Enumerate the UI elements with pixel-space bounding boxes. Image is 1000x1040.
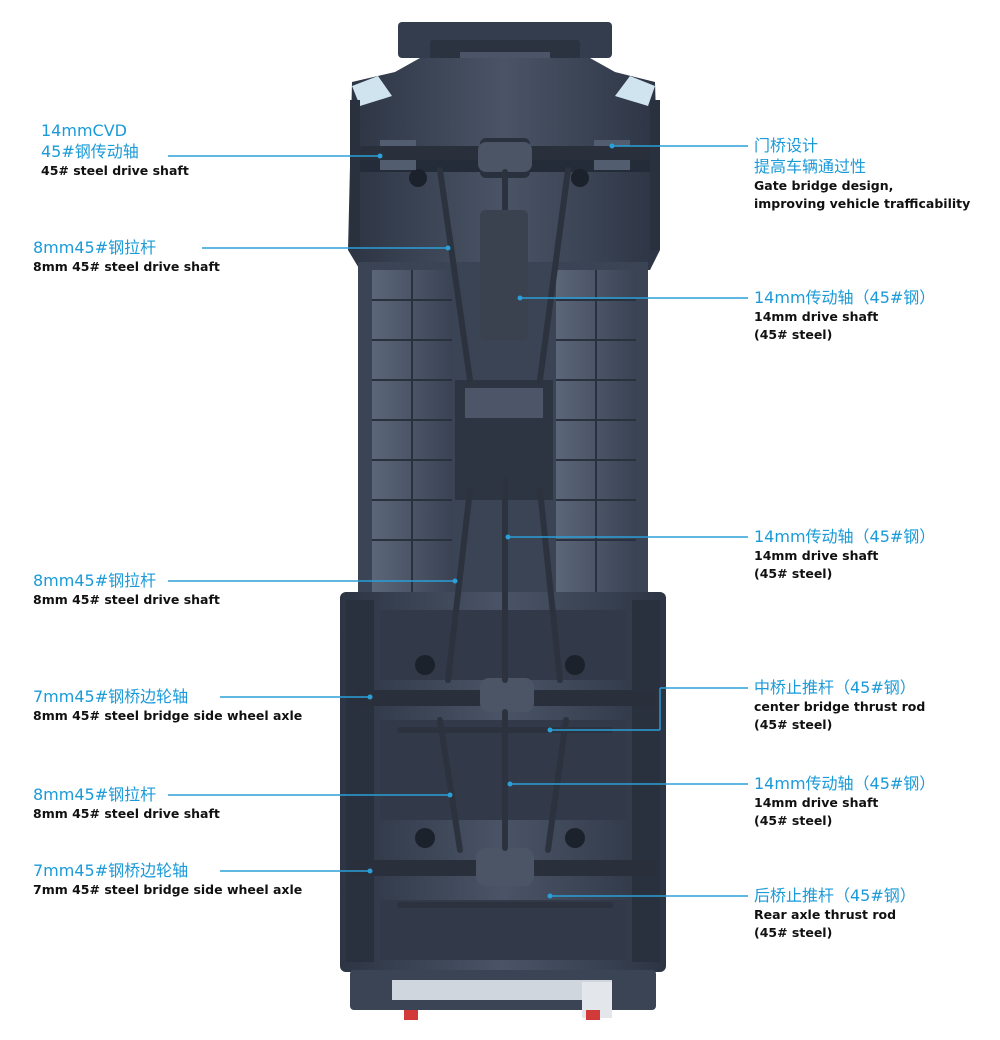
label-cn-line: 14mm传动轴（45#钢） — [754, 288, 936, 307]
label-cn-line: 7mm45#钢桥边轮轴 — [33, 687, 189, 706]
label-cn-line: 8mm45#钢拉杆 — [33, 238, 157, 257]
label-cn-line: 7mm45#钢桥边轮轴 — [33, 861, 189, 880]
transmission — [480, 210, 528, 340]
drive-links — [397, 167, 613, 908]
label-en-line: 8mm 45# steel bridge side wheel axle — [33, 708, 303, 723]
label-rear-tie-rod: 8mm45#钢拉杆 8mm 45# steel drive shaft — [33, 784, 220, 823]
label-en-line: 14mm drive shaft — [754, 548, 879, 563]
label-cn-line: 提高车辆通过性 — [754, 157, 867, 176]
label-en-line: 8mm 45# steel drive shaft — [33, 592, 220, 607]
label-rear-wheel-axle: 7mm45#钢桥边轮轴 7mm 45# steel bridge side wh… — [33, 860, 302, 899]
label-en-line: center bridge thrust rod — [754, 699, 926, 714]
label-middle-tie-rod: 8mm45#钢拉杆 8mm 45# steel drive shaft — [33, 570, 220, 609]
label-en-line: 7mm 45# steel bridge side wheel axle — [33, 882, 303, 897]
label-en-line: 14mm drive shaft — [754, 309, 879, 324]
rear-bumper — [350, 970, 656, 1020]
label-center-wheel-axle: 7mm45#钢桥边轮轴 8mm 45# steel bridge side wh… — [33, 686, 302, 725]
label-middle-drive-shaft: 14mm传动轴（45#钢） 14mm drive shaft (45# stee… — [754, 526, 935, 583]
label-cn-line: 14mmCVD — [41, 121, 127, 140]
label-en-line: (45# steel) — [754, 566, 833, 581]
label-cn-line: 中桥止推杆（45#钢） — [754, 678, 916, 697]
label-en-line: improving vehicle trafficability — [754, 196, 971, 211]
label-en-line: 14mm drive shaft — [754, 795, 879, 810]
label-en-line: (45# steel) — [754, 925, 833, 940]
label-rear-thrust-rod: 后桥止推杆（45#钢） Rear axle thrust rod (45# st… — [754, 885, 916, 942]
label-en-line: (45# steel) — [754, 717, 833, 732]
label-en-line: (45# steel) — [754, 327, 833, 342]
floor-ribs — [372, 270, 636, 592]
label-gate-bridge: 门桥设计 提高车辆通过性 Gate bridge design, improvi… — [754, 135, 970, 213]
label-cn-line: 45#钢传动轴 — [41, 142, 139, 161]
label-cn-line: 门桥设计 — [754, 136, 819, 155]
label-cn-line: 14mm传动轴（45#钢） — [754, 774, 936, 793]
label-front-drive-shaft: 14mm传动轴（45#钢） 14mm drive shaft (45# stee… — [754, 287, 935, 344]
label-en-line: 8mm 45# steel drive shaft — [33, 806, 220, 821]
label-en-line: Gate bridge design, — [754, 178, 894, 193]
axles — [354, 142, 656, 886]
label-front-cvd-shaft: 14mmCVD 45#钢传动轴 45# steel drive shaft — [41, 120, 189, 180]
label-rear-drive-shaft: 14mm传动轴（45#钢） 14mm drive shaft (45# stee… — [754, 773, 935, 830]
label-cn-line: 8mm45#钢拉杆 — [33, 785, 157, 804]
label-en-line: (45# steel) — [754, 813, 833, 828]
label-en-line: 45# steel drive shaft — [41, 163, 189, 178]
label-cn-line: 14mm传动轴（45#钢） — [754, 527, 936, 546]
label-cn-line: 后桥止推杆（45#钢） — [754, 886, 916, 905]
leader-lines — [168, 143, 748, 899]
label-cn-line: 8mm45#钢拉杆 — [33, 571, 157, 590]
label-en-line: Rear axle thrust rod — [754, 907, 897, 922]
label-en-line: 8mm 45# steel drive shaft — [33, 259, 220, 274]
label-center-thrust-rod: 中桥止推杆（45#钢） center bridge thrust rod (45… — [754, 677, 925, 734]
label-front-tie-rod: 8mm45#钢拉杆 8mm 45# steel drive shaft — [33, 237, 220, 276]
